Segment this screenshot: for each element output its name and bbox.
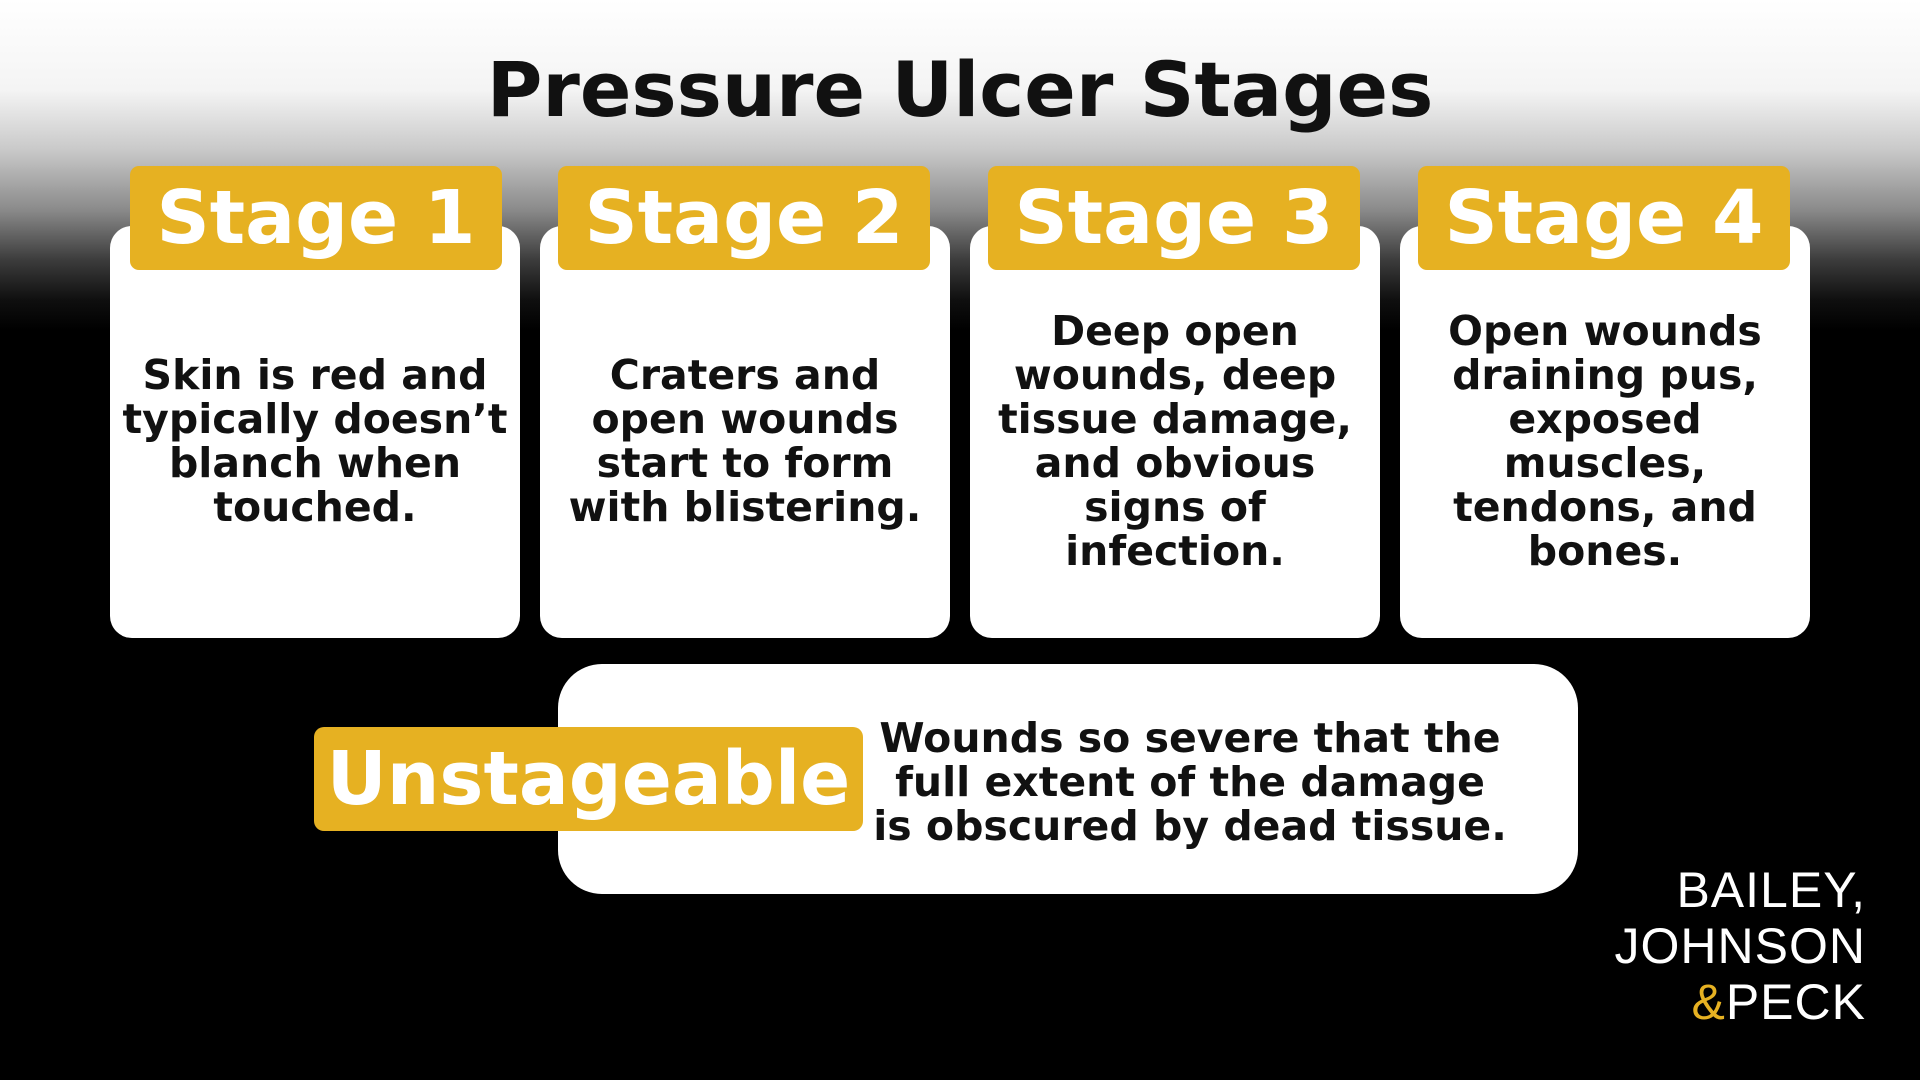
stage-4-card: Open wounds draining pus, exposed muscle… (1400, 226, 1810, 638)
stage-2-card: Craters and open wounds start to form wi… (540, 226, 950, 638)
stage-3-description: Deep open wounds, deep tissue damage, an… (998, 307, 1352, 575)
page-title: Pressure Ulcer Stages (486, 45, 1434, 134)
stage-4-label: Stage 4 (1418, 166, 1790, 270)
stage-2-label: Stage 2 (558, 166, 930, 270)
stage-1-label: Stage 1 (130, 166, 502, 270)
stage-2-description: Craters and open wounds start to form wi… (568, 351, 922, 531)
logo-ampersand: & (1691, 974, 1726, 1030)
stage-1-description: Skin is red and typically doesn’t blanch… (122, 351, 508, 531)
logo-line-3-text: PECK (1725, 974, 1866, 1030)
stage-3-card: Deep open wounds, deep tissue damage, an… (970, 226, 1380, 638)
stage-1-card: Skin is red and typically doesn’t blanch… (110, 226, 520, 638)
logo-line-3: &PECK (1615, 974, 1866, 1030)
stage-3-label: Stage 3 (988, 166, 1360, 270)
unstageable-description: Wounds so severe that the full extent of… (873, 714, 1507, 850)
firm-logo: BAILEY, JOHNSON &PECK (1615, 862, 1866, 1030)
unstageable-label: Unstageable (314, 727, 863, 831)
logo-line-2: JOHNSON (1614, 918, 1866, 974)
logo-line-1: BAILEY, (1676, 862, 1866, 918)
stage-4-description: Open wounds draining pus, exposed muscle… (1448, 307, 1762, 575)
